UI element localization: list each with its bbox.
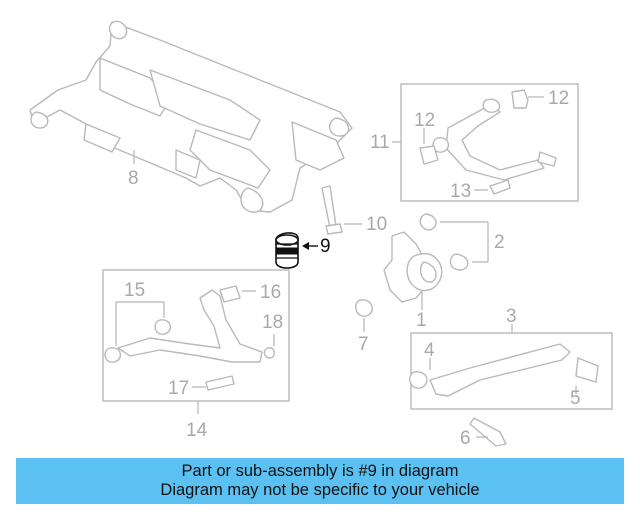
callout-12a: 12 xyxy=(414,110,435,131)
knuckle-group xyxy=(321,185,489,332)
banner-line-1: Part or sub-assembly is #9 in diagram xyxy=(181,462,459,480)
callout-2: 2 xyxy=(494,232,505,253)
callout-11: 11 xyxy=(370,132,390,153)
callout-7: 7 xyxy=(358,334,369,355)
info-banner: Part or sub-assembly is #9 in diagram Di… xyxy=(16,458,624,504)
callout-3: 3 xyxy=(506,306,517,327)
callout-8: 8 xyxy=(128,168,139,189)
callout-13: 13 xyxy=(450,181,471,202)
callout-10: 10 xyxy=(366,214,387,235)
part-9-arrow xyxy=(302,242,318,250)
crossmember-drawing xyxy=(29,20,353,213)
callout-1: 1 xyxy=(416,310,427,331)
lateral-link-group xyxy=(409,324,613,447)
callout-12b: 12 xyxy=(548,88,569,109)
callout-18: 18 xyxy=(262,312,283,333)
callout-9: 9 xyxy=(320,236,331,257)
callout-17: 17 xyxy=(168,378,189,399)
callout-4: 4 xyxy=(424,340,435,361)
callout-16: 16 xyxy=(260,282,281,303)
callout-15: 15 xyxy=(124,280,145,301)
callout-5: 5 xyxy=(570,388,581,409)
upper-arm-group xyxy=(392,83,579,202)
banner-line-2: Diagram may not be specific to your vehi… xyxy=(160,481,480,499)
callout-6: 6 xyxy=(460,428,471,449)
part-9-bushing[interactable] xyxy=(275,232,299,269)
callout-14: 14 xyxy=(186,420,208,441)
lower-arm-group xyxy=(102,269,290,414)
